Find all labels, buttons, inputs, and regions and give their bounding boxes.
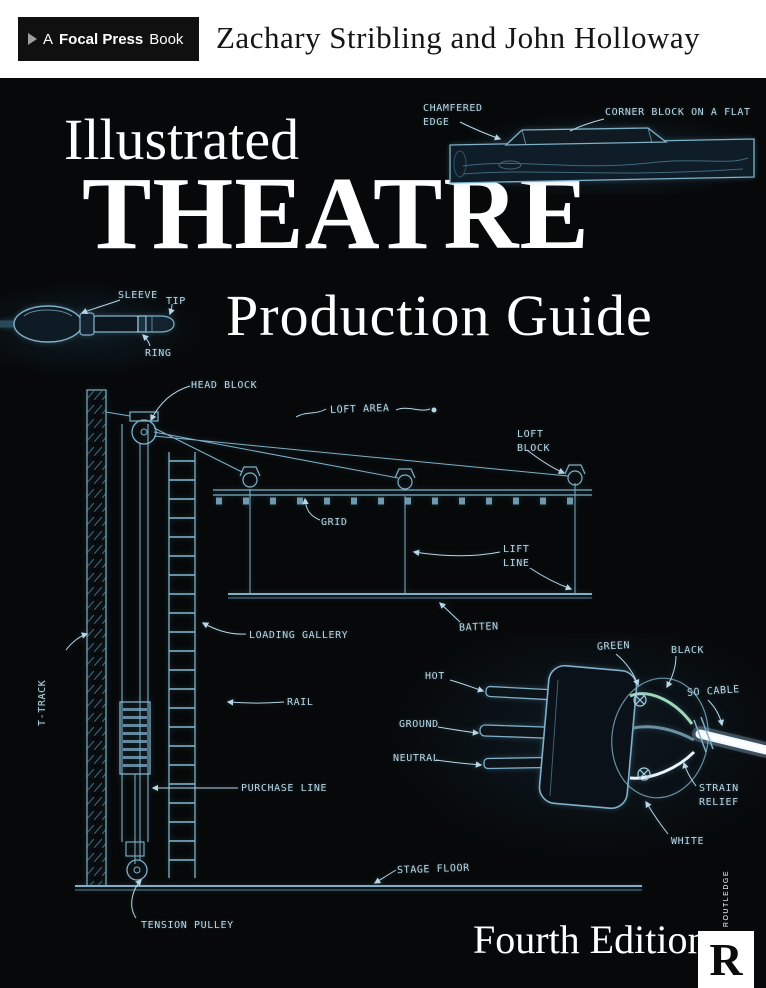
label-strain-relief: STRAIN RELIEF [699, 783, 739, 808]
routledge-initial: R [709, 934, 743, 985]
label-t-track: T-TRACK [37, 679, 48, 726]
grid [213, 489, 592, 505]
corner-block-diagram [449, 118, 755, 184]
head-block [105, 411, 159, 445]
rigging-diagram [65, 385, 642, 919]
authors: Zachary Stribling and John Holloway [216, 20, 701, 55]
plug-screws [633, 693, 651, 781]
plug-shell [611, 677, 709, 799]
label-batten: BATTEN [458, 621, 499, 634]
title-line-1: Illustrated [64, 107, 300, 172]
label-ground: GROUND [399, 719, 439, 730]
publisher-logo: ROUTLEDGE R [698, 870, 754, 988]
title-line-3: Production Guide [226, 283, 653, 348]
plug-arrows [435, 653, 725, 835]
rigging-arrows [65, 385, 573, 919]
wall [86, 389, 107, 887]
lift-lines [249, 483, 576, 594]
header-bar: A Focal Press Book Zachary Stribling and… [0, 0, 766, 78]
label-head-block: HEAD BLOCK [191, 380, 258, 391]
label-sleeve: SLEEVE [118, 290, 158, 301]
label-ring: RING [145, 348, 172, 359]
loft-blocks [239, 464, 586, 490]
badge-suffix: Book [149, 30, 184, 48]
label-loft-area: LOFT AREA [329, 402, 390, 417]
audio-plug-diagram [0, 299, 175, 347]
ladder [168, 452, 196, 878]
so-cable [692, 716, 766, 758]
badge-brand: Focal Press [59, 30, 144, 48]
label-loft-block: LOFT BLOCK [517, 429, 551, 454]
tension-pulley [126, 859, 148, 881]
plug-wires [629, 692, 696, 780]
plug-prongs [479, 685, 551, 770]
label-tip: TIP [166, 296, 186, 307]
edition: Fourth Edition [473, 917, 708, 962]
label-hot: HOT [425, 671, 445, 682]
label-green: GREEN [596, 640, 631, 653]
badge-prefix: A [43, 30, 54, 48]
label-purchase-line: PURCHASE LINE [241, 783, 328, 794]
focal-press-badge: A Focal Press Book [18, 17, 200, 61]
label-grid: GRID [321, 517, 348, 528]
label-white: WHITE [671, 836, 705, 847]
routledge-logo: R [698, 931, 754, 988]
focal-press-triangle-icon [28, 33, 37, 45]
purchase-line [126, 444, 148, 881]
plug-body [538, 664, 638, 810]
publisher-name: ROUTLEDGE [722, 869, 730, 927]
label-rail: RAIL [287, 697, 314, 708]
stage-plug-diagram [435, 653, 766, 835]
label-corner-block-on-a-flat: CORNER BLOCK ON A FLAT [605, 107, 751, 118]
label-chamfered-edge: CHAMFERED EDGE [423, 103, 483, 128]
label-neutral: NEUTRAL [393, 753, 440, 764]
label-loading-gallery: LOADING GALLERY [249, 630, 349, 641]
label-tension-pulley: TENSION PULLEY [141, 920, 234, 931]
batten [228, 593, 592, 599]
stage-floor [75, 885, 642, 891]
label-stage-floor: STAGE FLOOR [396, 862, 470, 877]
label-lift-line: LIFT LINE [503, 544, 530, 569]
label-black: BLACK [671, 645, 705, 656]
